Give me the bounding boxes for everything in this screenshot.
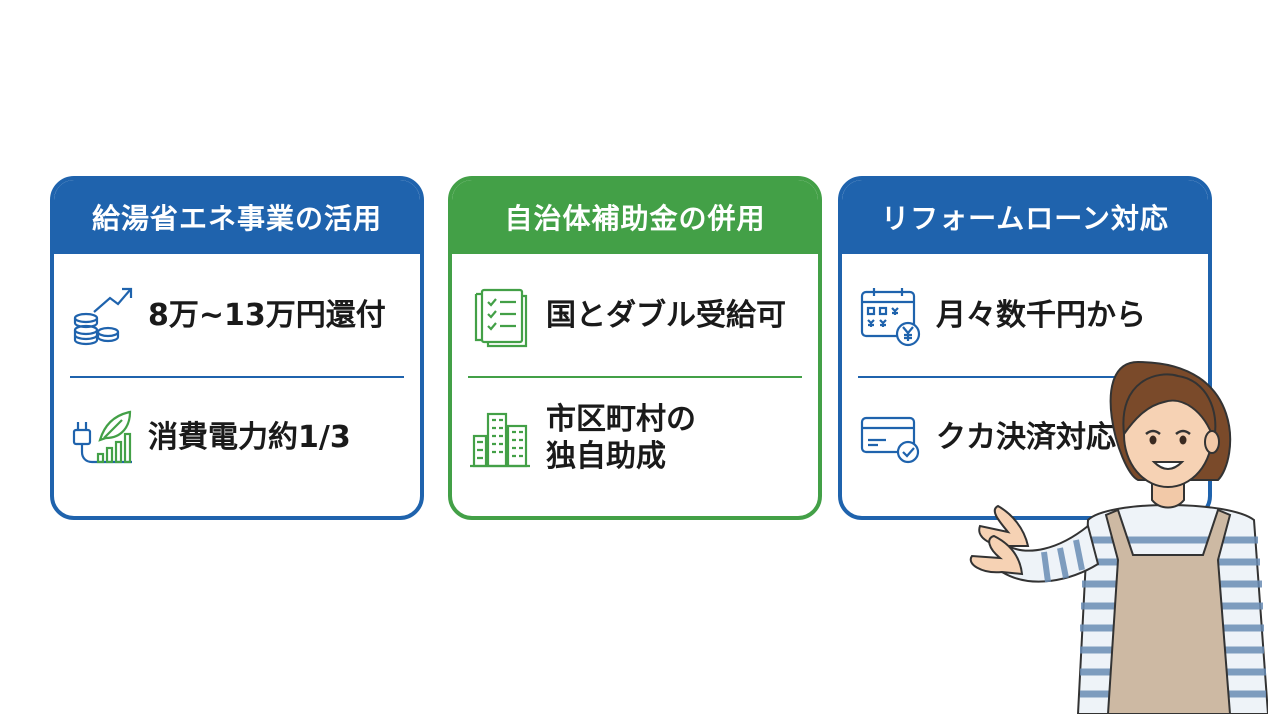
item-text: 消費電力約1/3 bbox=[148, 420, 351, 456]
divider bbox=[858, 376, 1192, 378]
list-item: 8万~13万円還付 bbox=[54, 256, 420, 376]
divider bbox=[70, 376, 404, 378]
list-item: 月々数千円から bbox=[842, 256, 1208, 376]
list-item: 市区町村の 独自助成 bbox=[452, 378, 818, 498]
list-item: クカ決済対応 bbox=[842, 378, 1208, 498]
checklist-documents-icon bbox=[474, 288, 528, 348]
card-title: 給湯省エネ事業の活用 bbox=[54, 180, 420, 254]
credit-card-check-icon bbox=[860, 416, 920, 464]
plug-leaf-chart-icon bbox=[72, 410, 132, 464]
item-text: 国とダブル受給可 bbox=[546, 298, 786, 334]
item-text-line1: 市区町村の bbox=[546, 401, 696, 437]
card-title: 自治体補助金の併用 bbox=[452, 180, 818, 254]
item-text-line2: 独自助成 bbox=[546, 439, 666, 474]
card-energy-subsidy: 給湯省エネ事業の活用 8万~13万円還付 bbox=[50, 176, 424, 520]
item-text: クカ決済対応 bbox=[936, 420, 1116, 456]
coins-growth-icon bbox=[73, 287, 133, 346]
list-item: 国とダブル受給可 bbox=[452, 256, 818, 376]
item-text: 月々数千円から bbox=[936, 298, 1146, 334]
calendar-yen-icon bbox=[860, 288, 921, 347]
city-buildings-icon bbox=[470, 412, 530, 468]
card-title: リフォームローン対応 bbox=[842, 180, 1208, 254]
list-item: 消費電力約1/3 bbox=[54, 378, 420, 498]
divider bbox=[468, 376, 802, 378]
item-text: 8万~13万円還付 bbox=[148, 298, 386, 334]
card-local-subsidy: 自治体補助金の併用 国とダブル受給可 bbox=[448, 176, 822, 520]
woman-illustration bbox=[969, 360, 1268, 714]
